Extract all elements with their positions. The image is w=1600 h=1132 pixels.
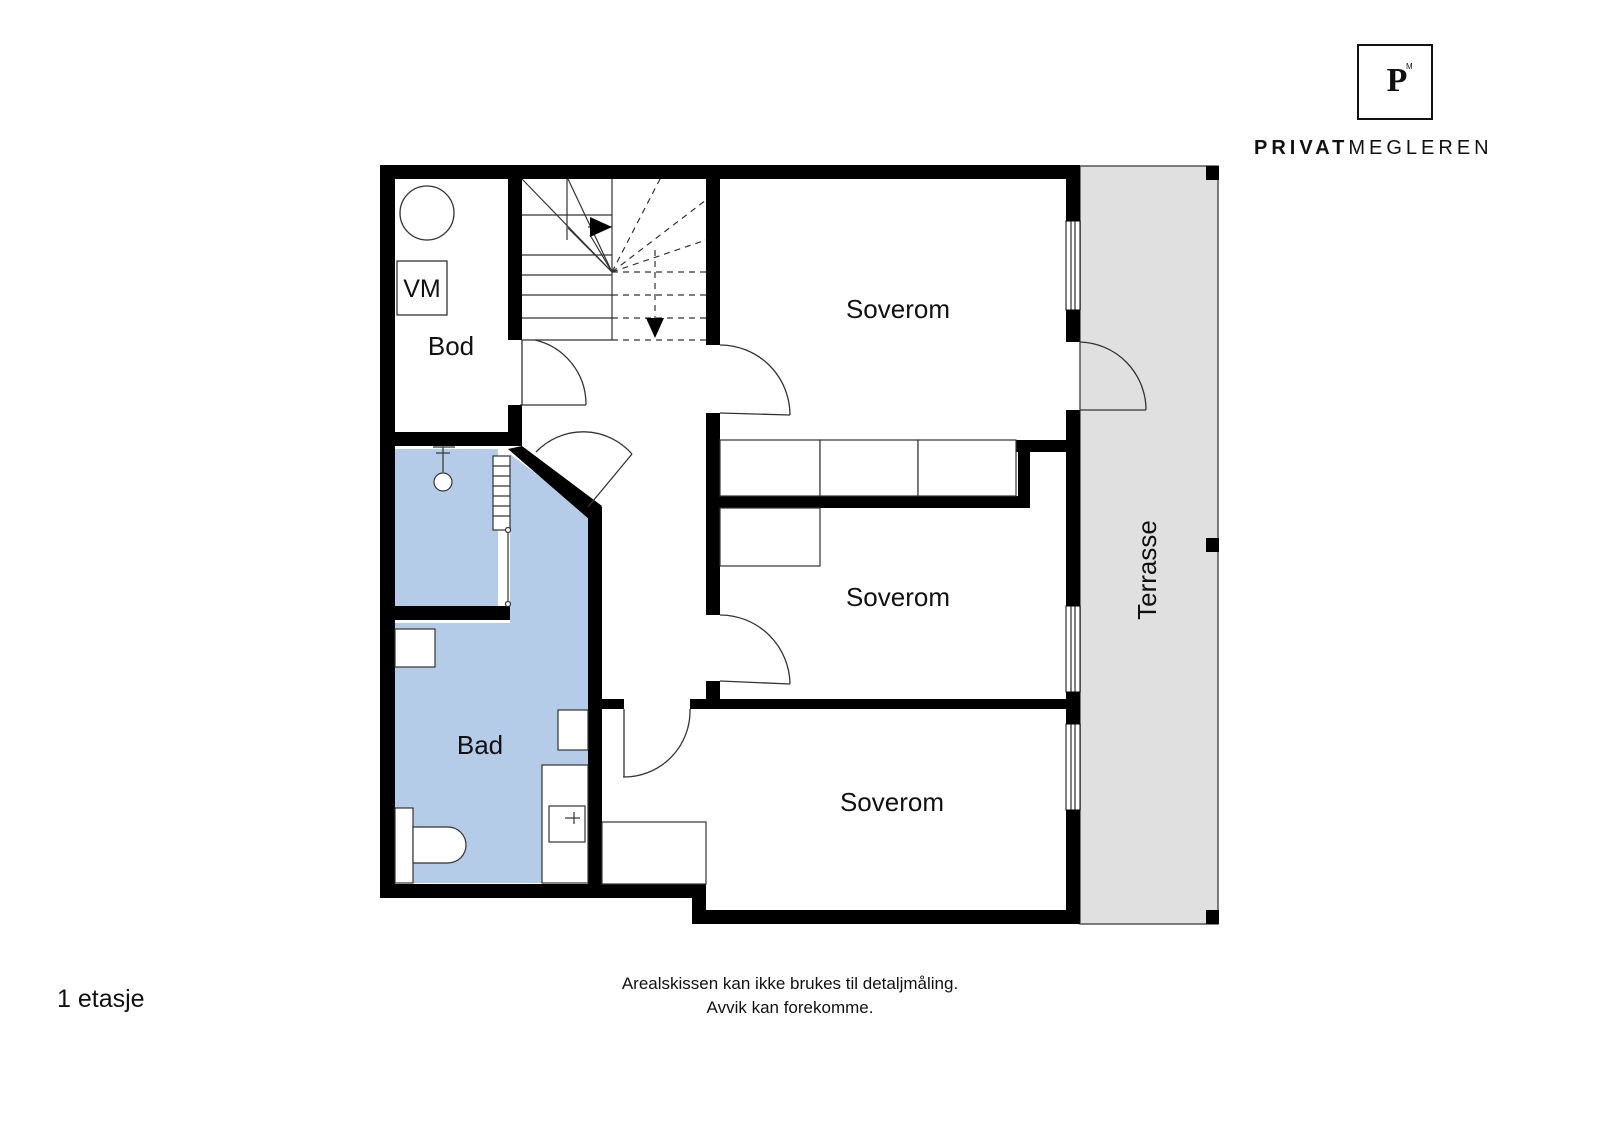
- brand-name-bold: PRIVAT: [1254, 137, 1349, 159]
- walls: [380, 165, 1080, 924]
- room-label-terrasse: Terrasse: [1132, 520, 1162, 620]
- room-label-soverom-3: Soverom: [840, 787, 944, 817]
- terrace-post-mid: [1206, 538, 1219, 552]
- room-label-bod: Bod: [428, 331, 474, 361]
- brand-logo-letter: P: [1386, 62, 1408, 99]
- brand-name-regular: MEGLEREN: [1348, 137, 1493, 159]
- bathroom-floor-main: [395, 454, 590, 883]
- stair-arrow-down: [646, 318, 664, 338]
- room-label-bad: Bad: [457, 730, 503, 760]
- terrace-post-top: [1206, 166, 1219, 180]
- room-label-soverom-2: Soverom: [846, 582, 950, 612]
- floor-label: 1 etasje: [57, 985, 145, 1013]
- bathroom-floor: [395, 449, 498, 614]
- disclaimer-line-1: Arealskissen kan ikke brukes til detaljm…: [621, 974, 959, 993]
- bathroom-fixtures: [394, 446, 589, 884]
- brand-name: PRIVATMEGLEREN: [1254, 137, 1493, 160]
- vm-label: VM: [403, 275, 441, 303]
- staircase: [521, 178, 707, 341]
- stair-arrow-right: [590, 217, 612, 237]
- disclaimer-line-2: Avvik kan forekomme.: [706, 998, 874, 1017]
- windows: [1065, 220, 1081, 811]
- brand-logo-mark: M: [1406, 62, 1413, 71]
- brand-logo: P M PRIVATMEGLEREN: [1254, 44, 1494, 164]
- water-heater: [399, 185, 455, 241]
- doors: [520, 339, 1147, 778]
- washing-machine: [396, 260, 448, 316]
- brand-logo-box: P M: [1357, 44, 1433, 120]
- wardrobes: [601, 439, 1017, 885]
- room-label-soverom-1: Soverom: [846, 294, 950, 324]
- disclaimer: Arealskissen kan ikke brukes til detaljm…: [560, 972, 1020, 1020]
- terrace-post-bottom: [1206, 910, 1219, 924]
